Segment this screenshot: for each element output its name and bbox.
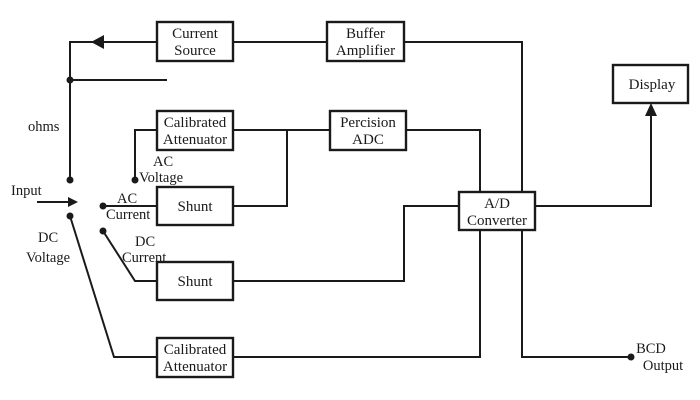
- display-block: Display: [611, 63, 690, 105]
- buffer-amplifier-block: Buffer Amplifier: [325, 20, 406, 63]
- wire-ac-voltage-contact-to-attenuator: [134, 129, 157, 180]
- ac-current-label-line2: Current: [106, 207, 150, 223]
- block-label: Buffer: [346, 26, 385, 42]
- dc-voltage-label-line2: Voltage: [26, 250, 70, 266]
- arrow-left-icon: [91, 35, 104, 49]
- dc-voltage-contact-dot: [66, 212, 74, 220]
- wire-adc-to-converter: [233, 129, 481, 358]
- block-label: Display: [629, 77, 676, 93]
- precision-adc-block: Percision ADC: [328, 109, 408, 152]
- block-label: Percision: [340, 115, 396, 131]
- block-label: Source: [174, 43, 216, 59]
- block-label: ADC: [352, 132, 384, 148]
- ac-voltage-label-line2: Voltage: [139, 170, 183, 186]
- dc-current-label-line1: DC: [135, 234, 155, 250]
- dc-current-label-line2: Current: [122, 250, 166, 266]
- dc-current-contact-dot: [99, 227, 107, 235]
- dc-voltage-label-line1: DC: [38, 230, 58, 246]
- ad-converter-block: A/D Converter: [457, 190, 537, 232]
- block-label: Amplifier: [336, 43, 395, 59]
- wire-shunt-dc-to-converter: [233, 205, 459, 282]
- ohms-label: ohms: [28, 119, 60, 135]
- bcd-output-label-line1: BCD: [636, 341, 666, 357]
- shunt-ac-block: Shunt: [155, 185, 235, 227]
- block-label: Current: [172, 26, 219, 42]
- current-source-block: Current Source: [155, 20, 235, 63]
- calibrated-attenuator-dc-block: Calibrated Attenuator: [155, 336, 235, 379]
- wire-current-source-to-ohms: [69, 41, 157, 180]
- wire-shunt-ac-to-junction: [233, 130, 288, 207]
- bcd-output-label-line2: Output: [643, 358, 683, 374]
- wire-converter-to-display: [535, 114, 652, 207]
- block-label: Attenuator: [163, 132, 227, 148]
- shunt-dc-block: Shunt: [155, 260, 235, 302]
- calibrated-attenuator-ac-block: Calibrated Attenuator: [155, 109, 235, 152]
- wire-dc-voltage-contact-to-attenuator: [69, 215, 157, 358]
- ohms-contact-dot: [66, 176, 74, 184]
- ac-voltage-contact-dot: [131, 176, 139, 184]
- ac-current-contact-dot: [99, 202, 107, 210]
- arrow-up-icon: [645, 103, 657, 116]
- block-label: Calibrated: [164, 115, 227, 131]
- ac-current-label-line1: AC: [117, 191, 137, 207]
- input-label: Input: [11, 183, 42, 199]
- block-label: Calibrated: [164, 342, 227, 358]
- junction-dot: [66, 76, 74, 84]
- arrow-right-icon: [68, 197, 78, 207]
- wire-dc-current-contact-to-shunt: [102, 230, 157, 282]
- ac-voltage-label-line1: AC: [153, 154, 173, 170]
- block-label: Attenuator: [163, 359, 227, 375]
- bcd-output-dot: [627, 353, 635, 361]
- block-label: Shunt: [177, 274, 213, 290]
- block-label: Converter: [467, 213, 527, 229]
- block-label: Shunt: [177, 199, 213, 215]
- block-label: A/D: [484, 196, 510, 212]
